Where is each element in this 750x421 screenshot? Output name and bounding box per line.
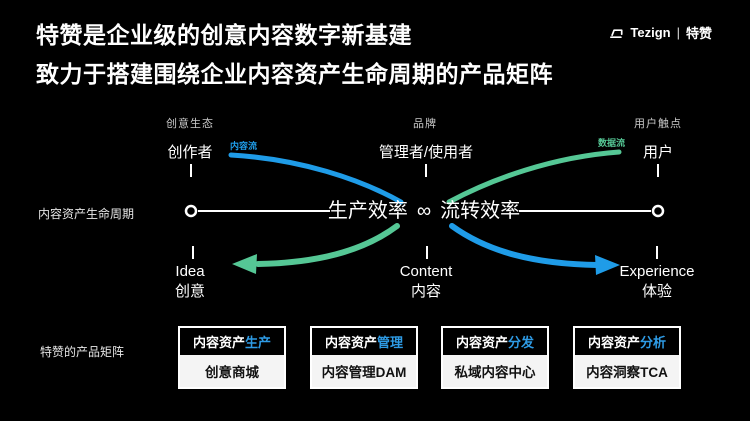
product-box-production-header: 内容资产生产 <box>180 328 284 355</box>
product-box-distribution-header: 内容资产分发 <box>443 328 547 355</box>
stage-idea-en: Idea <box>175 263 205 280</box>
data-flow-curve-bottom <box>255 223 400 267</box>
production-efficiency-label: 生产效率 <box>327 200 408 222</box>
logo-divider: | <box>676 25 680 40</box>
title-line-1: 特赞是企业级的创意内容数字新基建 <box>36 22 412 48</box>
stage-idea: Idea 创意 <box>175 262 205 302</box>
tezign-logo-icon <box>608 25 625 41</box>
stage-content-en: Content <box>399 263 453 280</box>
header-prefix: 内容资产 <box>587 335 640 350</box>
circulation-efficiency-label: 流转效率 <box>440 200 521 222</box>
product-box-management-header: 内容资产管理 <box>312 328 416 355</box>
infinity-symbol: ∞ <box>416 200 432 222</box>
content-flow-arrowhead <box>595 255 620 275</box>
actor-manager-user: 管理者/使用者 <box>378 144 474 161</box>
header-accent: 管理 <box>377 335 404 350</box>
product-box-management: 内容资产管理 内容管理DAM <box>310 326 418 389</box>
actor-creator: 创作者 <box>167 144 213 161</box>
stage-experience-en: Experience <box>619 263 695 280</box>
header-prefix: 内容资产 <box>455 335 508 350</box>
content-flow-curve-bottom <box>449 223 600 268</box>
product-box-production: 内容资产生产 创意商城 <box>178 326 286 389</box>
timeline-endpoint-right <box>651 204 665 218</box>
content-flow-curve-top <box>228 152 404 205</box>
timeline-endpoint-left <box>184 204 198 218</box>
data-flow-arrowhead <box>232 254 257 274</box>
group-label-user-touchpoint: 用户触点 <box>634 118 682 130</box>
group-label-brand: 品牌 <box>413 118 437 130</box>
stage-experience-cn: 体验 <box>641 283 673 300</box>
lifecycle-axis-label: 内容资产生命周期 <box>38 207 135 221</box>
product-box-analysis-header: 内容资产分析 <box>575 328 679 355</box>
product-name-creative-mall: 创意商城 <box>180 355 284 387</box>
tezign-logo: Tezign | 特赞 <box>608 23 712 42</box>
logo-brand-en: Tezign <box>630 25 671 40</box>
stage-content-cn: 内容 <box>410 283 442 300</box>
data-flow-curve-top <box>446 149 622 205</box>
product-box-analysis: 内容资产分析 内容洞察TCA <box>573 326 681 389</box>
product-name-private-content-center: 私域内容中心 <box>443 355 547 387</box>
product-name-dam: 内容管理DAM <box>312 355 416 387</box>
slide-title: 特赞是企业级的创意内容数字新基建 致力于搭建围绕企业内容资产生命周期的产品矩阵 <box>36 16 553 94</box>
stage-experience: Experience 体验 <box>619 262 694 302</box>
stage-content: Content 内容 <box>400 262 453 302</box>
header-accent: 分发 <box>508 335 535 350</box>
header-prefix: 内容资产 <box>192 335 245 350</box>
group-label-creative-ecosystem: 创意生态 <box>166 118 214 130</box>
header-prefix: 内容资产 <box>324 335 377 350</box>
product-box-distribution: 内容资产分发 私域内容中心 <box>441 326 549 389</box>
content-flow-label: 内容流 <box>230 141 258 151</box>
stage-idea-cn: 创意 <box>174 283 206 300</box>
title-line-2: 致力于搭建围绕企业内容资产生命周期的产品矩阵 <box>36 61 553 87</box>
actor-user: 用户 <box>642 144 674 161</box>
data-flow-label: 数据流 <box>598 138 626 148</box>
product-matrix-label: 特赞的产品矩阵 <box>40 345 125 359</box>
logo-brand-cn: 特赞 <box>685 26 712 41</box>
header-accent: 分析 <box>640 335 667 350</box>
product-name-tca: 内容洞察TCA <box>575 355 679 387</box>
header-accent: 生产 <box>245 335 272 350</box>
efficiency-label: 生产效率 ∞ 流转效率 <box>328 200 520 222</box>
